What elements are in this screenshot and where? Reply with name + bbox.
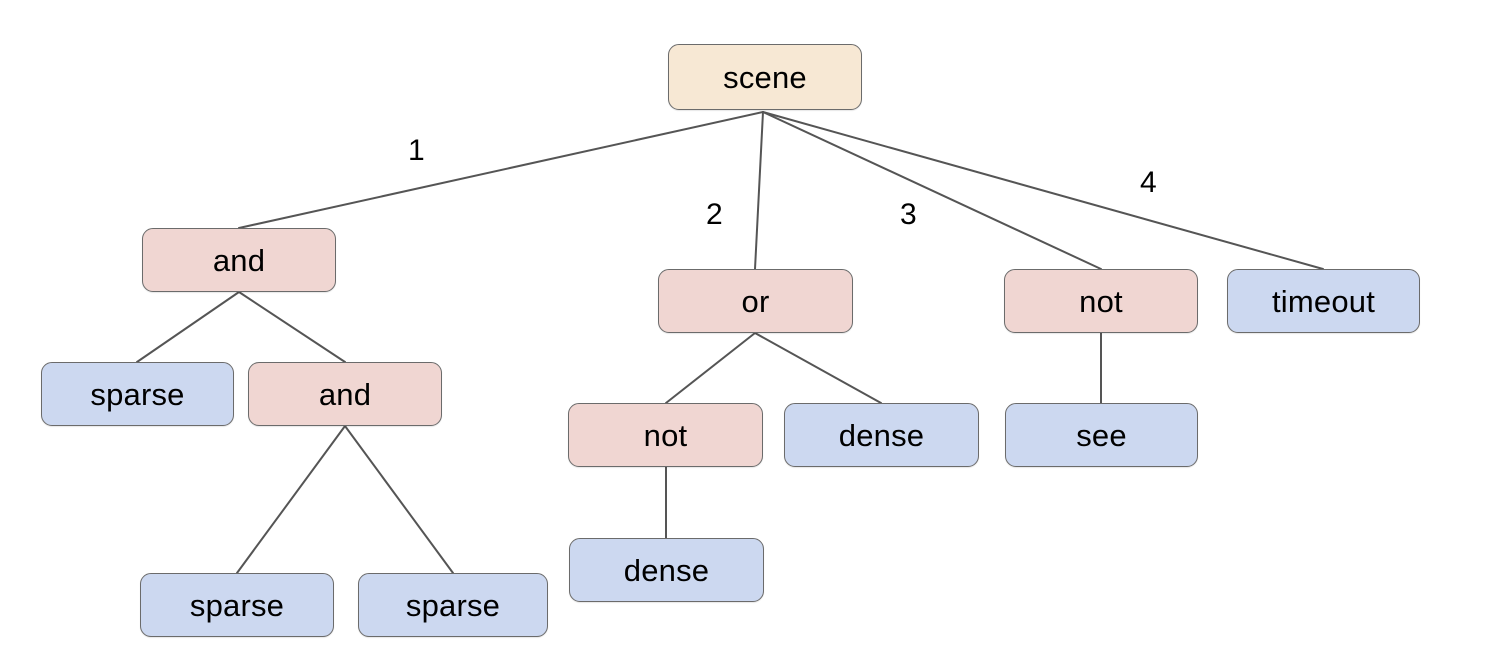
tree-edge [762,111,1102,270]
tree-node-not_r[interactable]: not [1004,269,1198,333]
tree-edge [762,111,1324,270]
tree-node-not_m[interactable]: not [568,403,763,467]
edge-label-3: 3 [900,198,917,231]
tree-node-and2[interactable]: and [248,362,442,426]
edge-label-4: 4 [1140,166,1157,199]
tree-node-or1[interactable]: or [658,269,853,333]
tree-edge [754,332,882,404]
tree-edge [344,425,454,574]
tree-node-sparse3[interactable]: sparse [358,573,548,637]
tree-node-dense_m[interactable]: dense [784,403,979,467]
tree-edge [665,332,756,404]
tree-edge [136,291,240,363]
tree-edge [236,425,346,574]
tree-node-and1[interactable]: and [142,228,336,292]
edge-label-2: 2 [706,198,723,231]
tree-edge [238,111,764,229]
tree-node-scene[interactable]: scene [668,44,862,110]
tree-node-dense_b[interactable]: dense [569,538,764,602]
tree-node-sparse2[interactable]: sparse [140,573,334,637]
tree-edge [238,291,346,363]
tree-edge [754,111,764,270]
tree-node-see[interactable]: see [1005,403,1198,467]
tree-node-sparse1[interactable]: sparse [41,362,234,426]
edge-label-1: 1 [408,134,425,167]
tree-node-timeout[interactable]: timeout [1227,269,1420,333]
